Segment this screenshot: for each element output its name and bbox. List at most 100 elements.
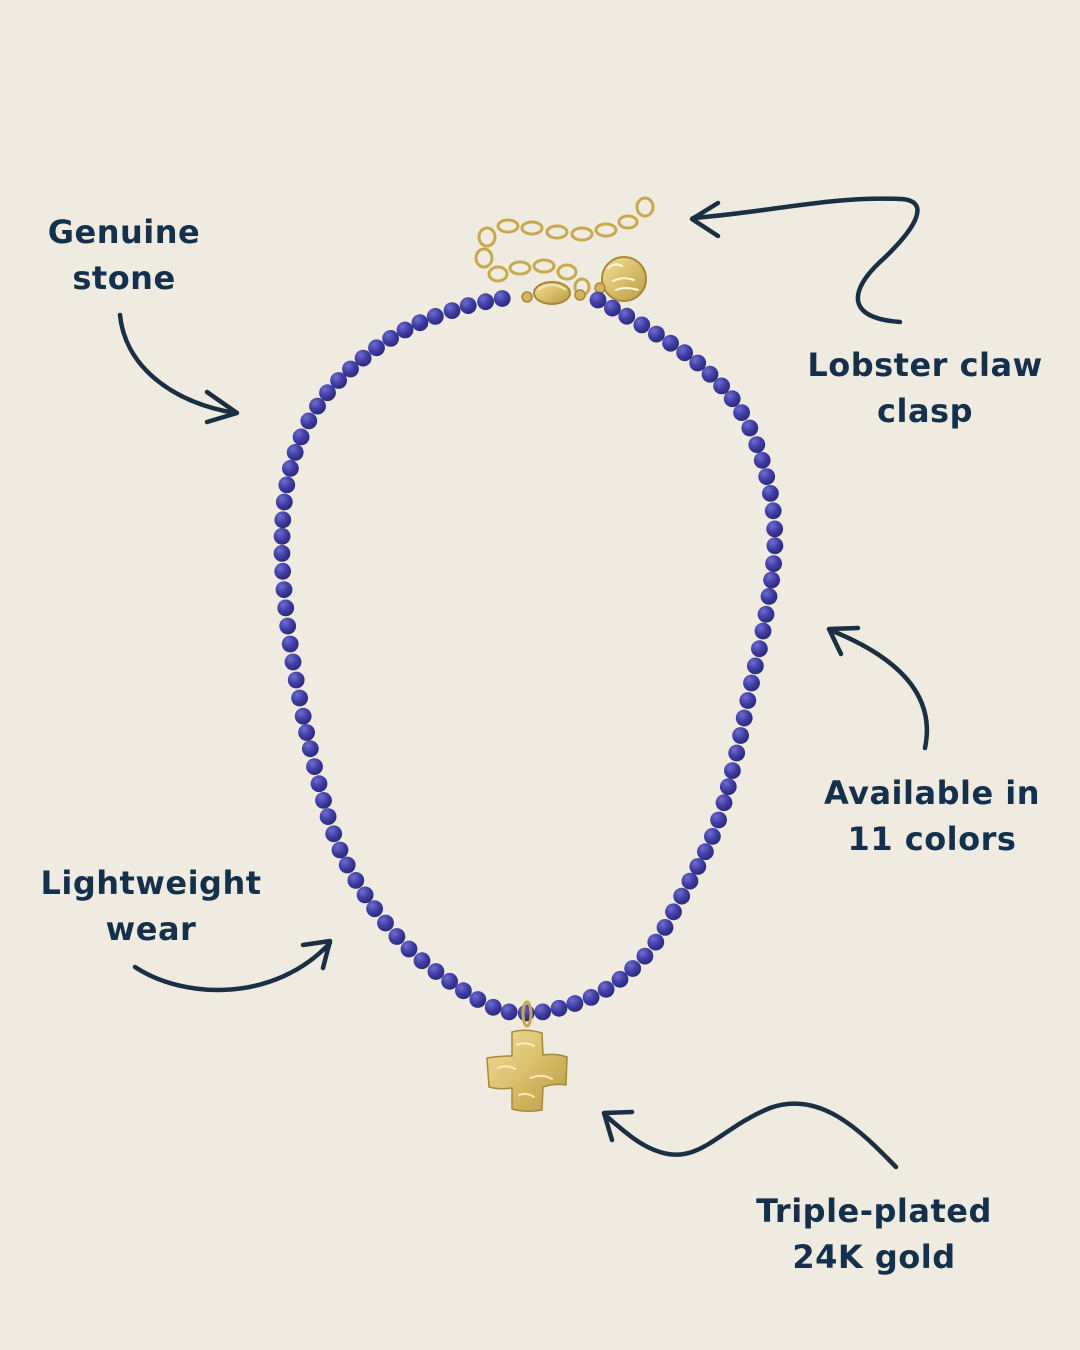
stone-bead [500, 1003, 518, 1021]
stone-bead [723, 390, 741, 408]
lobster-claw-clasp [521, 281, 586, 305]
brand-tag [594, 256, 647, 302]
stone-bead [278, 476, 296, 494]
stone-bead [279, 617, 297, 635]
stone-bead [426, 308, 444, 325]
callout-line: wear [105, 910, 197, 948]
stone-bead [648, 325, 665, 343]
stone-bead [713, 377, 730, 395]
stone-bead [766, 537, 784, 555]
callout-line: Lobster claw [807, 346, 1043, 384]
callout-line: Genuine [47, 213, 201, 251]
stone-bead [739, 692, 757, 709]
stone-bead [757, 605, 775, 623]
stone-bead [413, 952, 431, 970]
stone-bead [309, 397, 326, 415]
callout-lobster-claw-clasp: Lobster claw clasp [792, 342, 1058, 434]
stone-bead [294, 707, 312, 725]
stone-bead [633, 316, 651, 334]
stone-bead [765, 555, 782, 572]
stone-bead [354, 349, 372, 367]
stone-bead [597, 980, 615, 998]
stone-bead [647, 933, 665, 951]
arrow-available-colors [826, 625, 930, 751]
callout-available-colors: Available in 11 colors [810, 770, 1054, 862]
stone-bead [732, 727, 749, 744]
stone-bead [676, 344, 693, 362]
stone-bead [338, 856, 356, 874]
stone-bead [286, 444, 304, 461]
stone-bead [306, 758, 323, 775]
extender-chain [474, 196, 655, 297]
stone-bead [400, 940, 418, 958]
stone-bead [673, 887, 691, 905]
stone-bead [319, 384, 336, 402]
bead-strand [273, 290, 784, 1022]
stone-bead [754, 622, 772, 640]
stone-bead [325, 825, 343, 843]
stone-bead [747, 657, 764, 675]
callout-line: stone [72, 259, 176, 297]
stone-bead [396, 321, 414, 339]
stone-bead [748, 436, 766, 453]
stone-bead [315, 792, 332, 809]
stone-bead [689, 858, 707, 875]
stone-bead [618, 307, 636, 325]
stone-bead [689, 354, 707, 372]
callout-line: 24K gold [792, 1238, 956, 1276]
stone-bead [331, 841, 349, 859]
stone-bead [273, 527, 291, 545]
callout-lightweight-wear: Lightweight wear [26, 860, 276, 952]
stone-bead [356, 886, 374, 904]
stone-bead [455, 982, 472, 1000]
stone-bead [611, 970, 629, 988]
stone-bead [319, 808, 337, 825]
stone-bead [368, 339, 385, 357]
stone-bead [766, 520, 784, 538]
stone-bead [704, 828, 721, 845]
stone-bead [760, 588, 778, 605]
stone-bead [662, 334, 679, 352]
callout-line: Lightweight [40, 864, 262, 902]
stone-bead [604, 299, 621, 317]
callout-line: 11 colors [847, 820, 1017, 858]
stone-bead [743, 674, 760, 692]
stone-bead [427, 963, 445, 980]
stone-bead [724, 762, 741, 779]
stone-bead [624, 960, 642, 977]
callout-line: clasp [877, 392, 973, 430]
stone-bead [469, 991, 487, 1008]
stone-bead [493, 290, 511, 307]
stone-bead [719, 778, 737, 796]
arrow-triple-plated [601, 1101, 899, 1170]
stone-bead [751, 640, 768, 658]
stone-bead [477, 293, 494, 311]
stone-bead [656, 919, 674, 936]
callout-line: Available in [823, 774, 1041, 812]
stone-bead [681, 872, 699, 890]
stone-bead [735, 709, 753, 727]
stone-bead [274, 562, 292, 580]
stone-bead [441, 972, 458, 990]
stone-bead [292, 428, 310, 446]
callout-genuine-stone: Genuine stone [34, 209, 214, 301]
stone-bead [459, 297, 477, 314]
stone-bead [411, 314, 429, 332]
stone-bead [758, 468, 776, 485]
stone-bead [287, 671, 305, 689]
stone-bead [366, 900, 383, 918]
stone-bead [697, 843, 714, 861]
stone-bead [665, 903, 682, 921]
stone-bead [762, 485, 779, 502]
arrow-genuine-stone [117, 312, 240, 425]
stone-bead [291, 689, 308, 707]
stone-bead [277, 599, 295, 617]
stone-bead [330, 372, 347, 389]
stone-bead [382, 330, 399, 347]
stone-bead [443, 302, 461, 319]
stone-bead [347, 872, 365, 889]
arrow-lobster-claw [689, 196, 920, 325]
stone-bead [281, 635, 299, 653]
